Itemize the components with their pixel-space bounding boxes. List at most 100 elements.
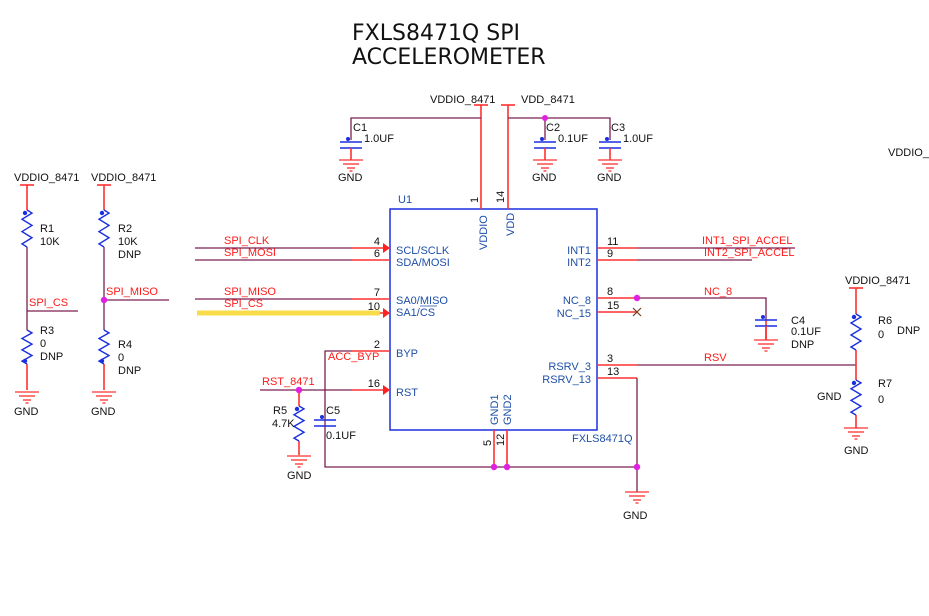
r6-value: 0 xyxy=(878,329,884,341)
r7-gnd-label: GND xyxy=(817,391,842,403)
svg-text:GND: GND xyxy=(287,470,312,482)
pin-num-4: 4 xyxy=(374,236,380,248)
r1-ref: R1 xyxy=(40,223,54,235)
c3-value: 1.0UF xyxy=(623,133,653,145)
ground-symbol xyxy=(15,391,39,404)
resistor-r7[interactable] xyxy=(849,379,863,416)
capacitor-c5[interactable] xyxy=(314,415,336,427)
pin-num-10: 10 xyxy=(368,301,380,313)
net-label-rsv: RSV xyxy=(704,352,727,364)
ground-symbol xyxy=(533,159,557,172)
c4-value: 0.1UF xyxy=(791,326,821,338)
pin-num-12: 12 xyxy=(495,434,507,446)
svg-text:GND: GND xyxy=(532,172,557,184)
pin-num-3: 3 xyxy=(607,353,613,365)
r3-note: DNP xyxy=(40,351,63,363)
ground-symbol xyxy=(754,339,778,352)
r7-value: 0 xyxy=(878,394,884,406)
resistor-r2[interactable] xyxy=(97,209,111,248)
pin-name-nc8: NC_8 xyxy=(563,295,591,307)
right-wires[interactable] xyxy=(324,247,856,492)
svg-text:GND: GND xyxy=(91,406,116,418)
title-line-2: ACCELEROMETER xyxy=(352,45,546,70)
r6-note: DNP xyxy=(897,325,920,337)
resistor-r6[interactable] xyxy=(849,313,863,351)
svg-text:GND: GND xyxy=(623,510,648,522)
vddio-decoupling-wire[interactable] xyxy=(350,117,481,140)
c2-value: 0.1UF xyxy=(558,133,588,145)
r3-ref: R3 xyxy=(40,325,54,337)
net-label-int2: INT2_SPI_ACCEL xyxy=(704,247,794,259)
spi-wires[interactable] xyxy=(195,247,380,316)
r1-value: 10K xyxy=(40,236,60,248)
net-label-nc8: NC_8 xyxy=(704,286,732,298)
r5-value: 4.7K xyxy=(272,418,295,430)
pin-num-5: 5 xyxy=(482,440,494,446)
resistor-r1[interactable] xyxy=(20,209,34,248)
net-label-rst: RST_8471 xyxy=(262,376,315,388)
c5-value: 0.1UF xyxy=(326,430,356,442)
pin-name-nc15: NC_15 xyxy=(557,308,591,320)
pin-name-vddio: VDDIO xyxy=(478,215,490,250)
pin-name-vdd: VDD xyxy=(505,213,517,236)
resistor-r4[interactable] xyxy=(97,329,111,365)
pin-num-11: 11 xyxy=(607,236,618,248)
r4-note: DNP xyxy=(118,365,141,377)
c3-ref: C3 xyxy=(611,122,625,134)
resistor-r3[interactable] xyxy=(20,329,34,365)
svg-text:GND: GND xyxy=(14,406,39,418)
ic-part-name: FXLS8471Q xyxy=(572,433,633,445)
net-label-spi-mosi: SPI_MOSI xyxy=(224,247,276,259)
resistor-r5[interactable] xyxy=(292,405,306,442)
r4-ref: R4 xyxy=(118,339,132,351)
r6-rail-label: VDDIO_8471 xyxy=(845,275,910,287)
pin-num-9: 9 xyxy=(607,248,613,260)
svg-text:GND: GND xyxy=(597,172,622,184)
pin-name-rst: RST xyxy=(396,387,418,399)
c4-ref: C4 xyxy=(791,315,805,327)
vdd-rail-label: VDD_8471 xyxy=(521,94,575,106)
pin-name-byp: BYP xyxy=(396,348,418,360)
pin-name-gnd1: GND1 xyxy=(489,394,501,425)
c2-ref: C2 xyxy=(546,122,560,134)
r5-ref: R5 xyxy=(273,405,287,417)
ground-symbol xyxy=(287,455,311,468)
r2-rail-label: VDDIO_8471 xyxy=(91,172,156,184)
pin-num-8: 8 xyxy=(607,286,613,298)
c5-ref: C5 xyxy=(326,405,340,417)
gnd-labels: GND GND GND GND GND GND GND GND GND xyxy=(14,172,869,522)
pin-numbers: 4 6 7 10 2 16 11 9 8 15 3 13 1 14 5 12 xyxy=(368,191,620,446)
ground-symbol xyxy=(598,159,622,172)
input-arrows xyxy=(383,243,390,395)
pin-name-int1: INT1 xyxy=(567,245,591,257)
ic-u1[interactable]: U1 FXLS8471Q SCL/SCLK SDA/MOSI SA0/MISO … xyxy=(389,194,633,445)
pin-num-2: 2 xyxy=(374,339,380,351)
r2-note: DNP xyxy=(118,249,141,261)
net-label-int1: INT1_SPI_ACCEL xyxy=(702,235,792,247)
svg-text:GND: GND xyxy=(338,172,363,184)
title-line-1: FXLS8471Q SPI xyxy=(352,21,520,46)
pin-num-1: 1 xyxy=(469,197,481,203)
r3-value: 0 xyxy=(40,338,46,350)
r4-value: 0 xyxy=(118,352,124,364)
no-connect-marker xyxy=(632,307,642,317)
net-label-spi-clk: SPI_CLK xyxy=(224,235,270,247)
net-label-spi-miso: SPI_MISO xyxy=(224,286,276,298)
pin-num-16: 16 xyxy=(368,378,380,390)
r2-ref: R2 xyxy=(118,223,132,235)
vddio-offscreen-label: VDDIO_ xyxy=(888,147,929,159)
pin-name-sa1: SA1/CS xyxy=(396,307,435,319)
net-label-acc-byp: ACC_BYP xyxy=(328,351,379,363)
pin-name-int2: INT2 xyxy=(567,257,591,269)
junctions xyxy=(100,115,641,471)
ic-refdes: U1 xyxy=(398,194,412,206)
pin-name-gnd2: GND2 xyxy=(502,394,514,425)
pin-num-6: 6 xyxy=(374,248,380,260)
net-label-spi-miso-left: SPI_MISO xyxy=(106,286,158,298)
c1-ref: C1 xyxy=(353,122,367,134)
ground-symbol xyxy=(844,427,868,440)
component-labels: C1 1.0UF C2 0.1UF C3 1.0UF R1 10K R2 10K… xyxy=(40,122,920,442)
pin-stubs xyxy=(352,104,637,467)
ground-symbol xyxy=(339,159,363,172)
